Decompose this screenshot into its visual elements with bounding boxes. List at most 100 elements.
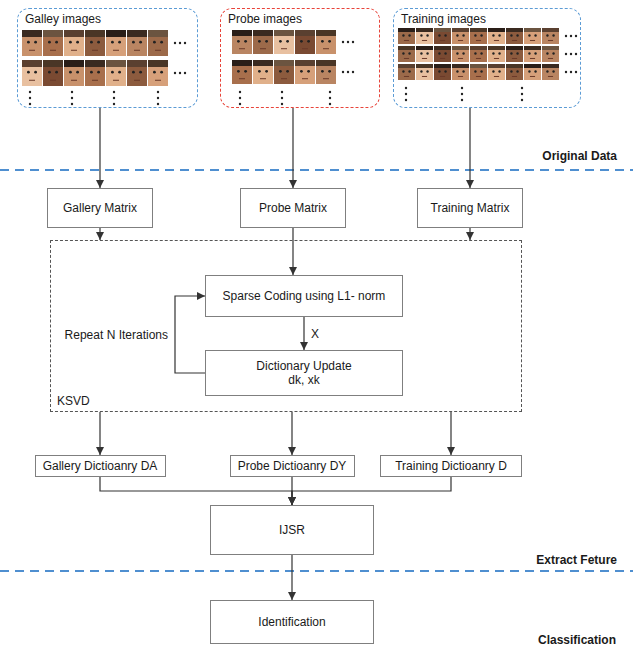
ellipsis-dot [71, 91, 73, 93]
face-skin [85, 30, 105, 56]
face-thumbnail [524, 28, 541, 44]
face-thumbnail [295, 60, 315, 84]
face-thumbnail [85, 60, 105, 86]
ellipsis-dot [239, 103, 241, 105]
face-thumbnail [434, 28, 451, 44]
face-hair [416, 46, 433, 50]
face-hair [43, 30, 63, 37]
face-eye [480, 34, 482, 36]
ellipsis-dot [565, 53, 567, 55]
face-thumbnail [416, 28, 433, 44]
face-mouth [422, 40, 427, 41]
ellipsis-dot [461, 87, 463, 89]
ellipsis-dot [174, 42, 176, 44]
face-hair [452, 64, 469, 68]
face-hair [274, 30, 294, 36]
face-hair [434, 28, 451, 32]
face-mouth [71, 80, 77, 81]
process-box: Training Matrix [417, 188, 523, 228]
face-skin [295, 60, 315, 84]
face-skin [542, 28, 559, 44]
face-mouth [422, 58, 427, 59]
box-label: Sparse Coding using L1- norm [223, 289, 386, 303]
face-mouth [548, 76, 553, 77]
face-eye [69, 71, 72, 74]
face-thumbnail [416, 46, 433, 62]
face-eye [321, 70, 324, 73]
face-eye [48, 71, 51, 74]
face-skin [148, 60, 168, 86]
face-mouth [458, 76, 463, 77]
face-thumbnail [127, 30, 147, 56]
face-thumbnail [506, 46, 523, 62]
face-eye [258, 40, 261, 43]
flow-arrow [175, 296, 205, 373]
ellipsis-dot [565, 35, 567, 37]
face-mouth [92, 80, 98, 81]
ellipsis-dot [575, 53, 577, 55]
face-thumbnail [470, 28, 487, 44]
face-mouth [260, 78, 266, 79]
face-eye [265, 70, 268, 73]
face-skin [253, 30, 273, 54]
face-hair [85, 30, 105, 37]
ellipsis-dot [157, 97, 159, 99]
face-skin [524, 28, 541, 44]
ellipsis-dot [575, 71, 577, 73]
face-mouth [440, 40, 445, 41]
face-skin [22, 30, 42, 56]
face-eye [160, 41, 163, 44]
face-mouth [239, 78, 245, 79]
face-thumbnail [542, 46, 559, 62]
face-eye [426, 70, 428, 72]
face-hair [434, 64, 451, 68]
ellipsis-dot [461, 99, 463, 101]
face-mouth [494, 58, 499, 59]
face-thumbnail [274, 60, 294, 84]
face-eye [510, 52, 512, 54]
face-eye [244, 70, 247, 73]
face-thumbnail [506, 28, 523, 44]
flow-arrow [469, 108, 470, 188]
ellipsis-dot [281, 91, 283, 93]
ellipsis-dot [521, 87, 523, 89]
box-label: Gallery Matrix [63, 201, 137, 215]
face-eye [552, 34, 554, 36]
face-eye [462, 34, 464, 36]
section-label: Extract Feture [536, 553, 617, 567]
flow-arrow [292, 477, 451, 505]
face-eye [444, 52, 446, 54]
face-skin [506, 64, 523, 80]
face-eye [492, 34, 494, 36]
face-skin [452, 28, 469, 44]
process-box: Probe Matrix [240, 188, 346, 228]
face-skin [452, 64, 469, 80]
face-eye [534, 34, 536, 36]
face-eye [69, 41, 72, 44]
box-label: Gallery Dictioanry DA [43, 459, 158, 473]
ellipsis-dot [570, 71, 572, 73]
face-mouth [458, 58, 463, 59]
ellipsis-dot [179, 42, 181, 44]
face-skin [253, 60, 273, 84]
face-thumbnail [253, 30, 273, 54]
process-box: Dictionary Updatedk, xk [205, 350, 403, 396]
image-group: Training images [393, 8, 581, 108]
face-thumbnail [524, 64, 541, 80]
face-skin [416, 46, 433, 62]
ellipsis-dot [405, 87, 407, 89]
face-skin [506, 28, 523, 44]
face-hair [148, 30, 168, 37]
face-skin [452, 46, 469, 62]
face-eye [534, 52, 536, 54]
face-eye [34, 71, 37, 74]
face-eye [279, 40, 282, 43]
face-hair [542, 46, 559, 50]
face-mouth [530, 58, 535, 59]
face-hair [398, 46, 415, 50]
process-box: IJSR [210, 505, 374, 555]
face-eye [438, 34, 440, 36]
ellipsis-dot [71, 97, 73, 99]
face-skin [524, 46, 541, 62]
